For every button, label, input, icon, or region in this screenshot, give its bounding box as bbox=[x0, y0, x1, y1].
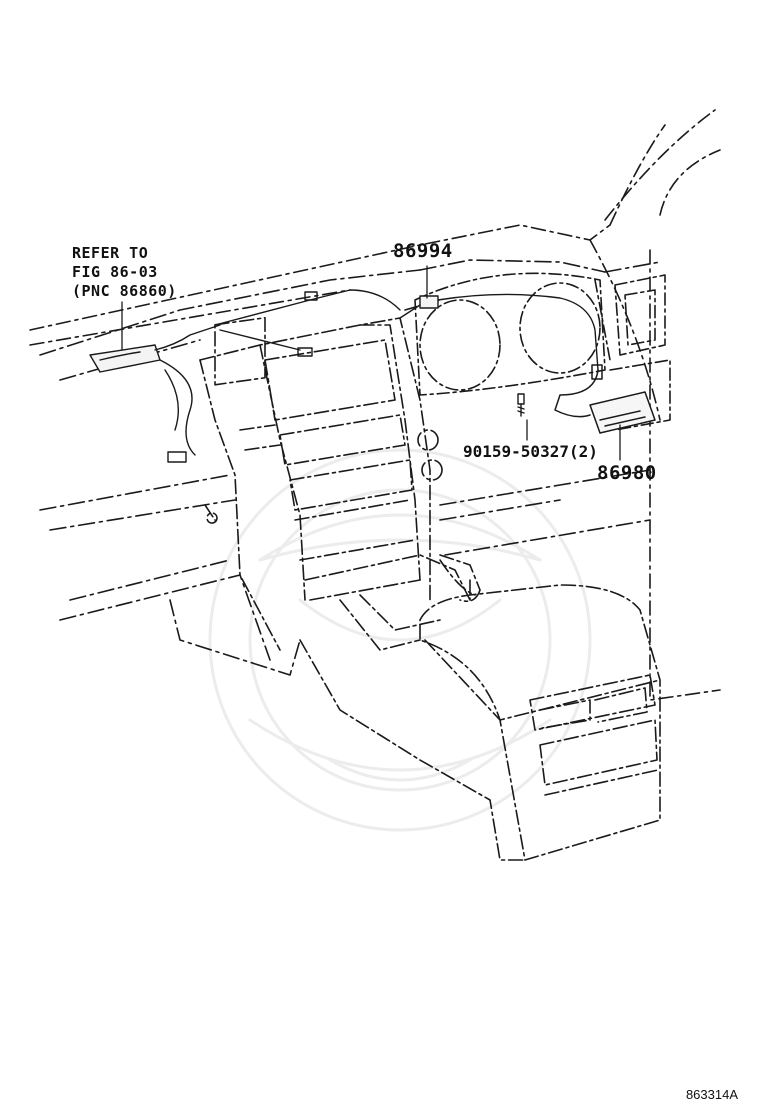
windshield-outline bbox=[30, 110, 720, 700]
part-label-86980[interactable]: 86980 bbox=[597, 462, 657, 484]
screw-90159-icon bbox=[518, 394, 524, 416]
part-label-86994[interactable]: 86994 bbox=[393, 240, 453, 262]
center-console bbox=[300, 555, 660, 860]
refer-note-line3: (PNC 86860) bbox=[72, 282, 177, 300]
part-86994-harness bbox=[400, 294, 598, 370]
instrument-cluster bbox=[405, 273, 610, 395]
refer-note-line1: REFER TO bbox=[72, 244, 149, 262]
watermark-logo bbox=[210, 450, 590, 830]
misc-outline bbox=[205, 505, 480, 601]
refer-note-line2: FIG 86-03 bbox=[72, 263, 158, 281]
center-stack bbox=[200, 318, 442, 650]
left-harness bbox=[90, 290, 400, 462]
part-label-90159-50327[interactable]: 90159-50327(2) bbox=[463, 442, 598, 461]
dashboard-body bbox=[40, 470, 650, 675]
leader-lines bbox=[122, 266, 620, 460]
refer-note: REFER TO FIG 86-03 (PNC 86860) bbox=[72, 244, 177, 301]
diagram-code: 863314A bbox=[685, 1087, 738, 1102]
part-86980-module bbox=[555, 365, 655, 433]
right-vent bbox=[610, 275, 670, 430]
